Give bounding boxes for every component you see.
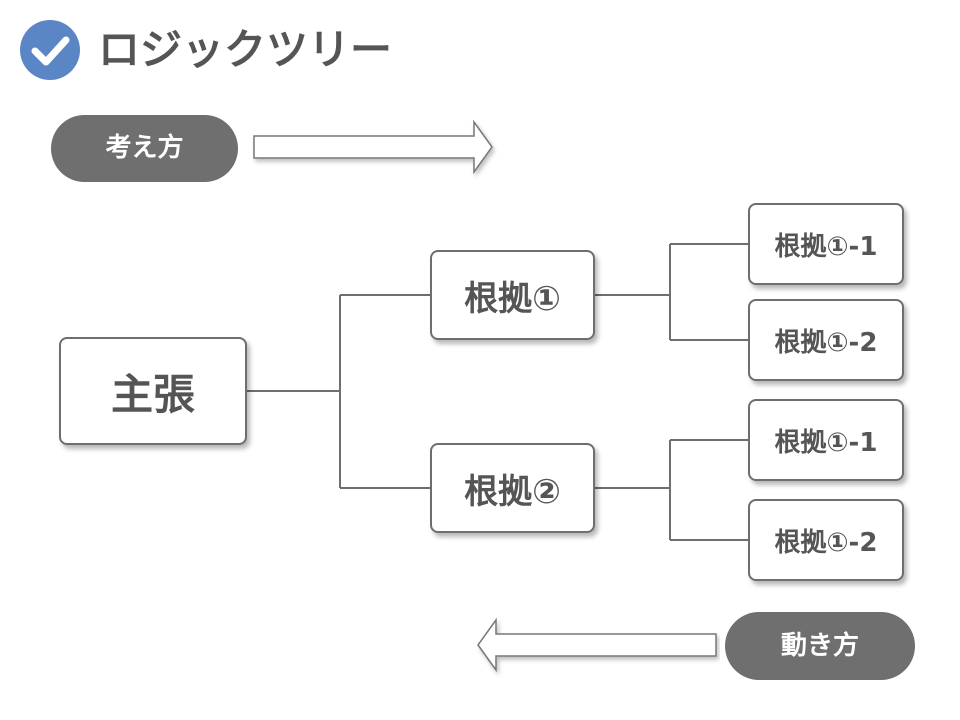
reason1-label: 根拠① [464,278,561,319]
reason1-child1-box: 根拠①-1 [748,203,904,285]
arrow-left-icon [477,617,717,673]
reason2-box: 根拠② [430,443,595,533]
reason2-label: 根拠② [464,471,561,512]
reason1-child2-label: 根拠①-2 [774,327,878,358]
reason2-child2-label: 根拠①-2 [774,527,878,558]
reason2-child1-label: 根拠①-1 [774,427,878,458]
connector-reason1 [595,243,748,341]
connector-reason2 [595,439,748,541]
reason2-child2-box: 根拠①-2 [748,499,904,581]
claim-box: 主張 [59,337,247,445]
check-circle-icon [20,20,80,80]
reason1-child1-label: 根拠①-1 [774,231,878,262]
think-label: 考え方 [51,115,238,182]
page-title: ロジックツリー [98,25,393,74]
move-label: 動き方 [725,612,915,680]
arrow-right-icon [253,119,493,175]
reason2-child1-box: 根拠①-1 [748,399,904,481]
reason1-box: 根拠① [430,250,595,340]
connector-claim [247,294,430,489]
claim-label: 主張 [110,369,195,419]
reason1-child2-box: 根拠①-2 [748,299,904,381]
